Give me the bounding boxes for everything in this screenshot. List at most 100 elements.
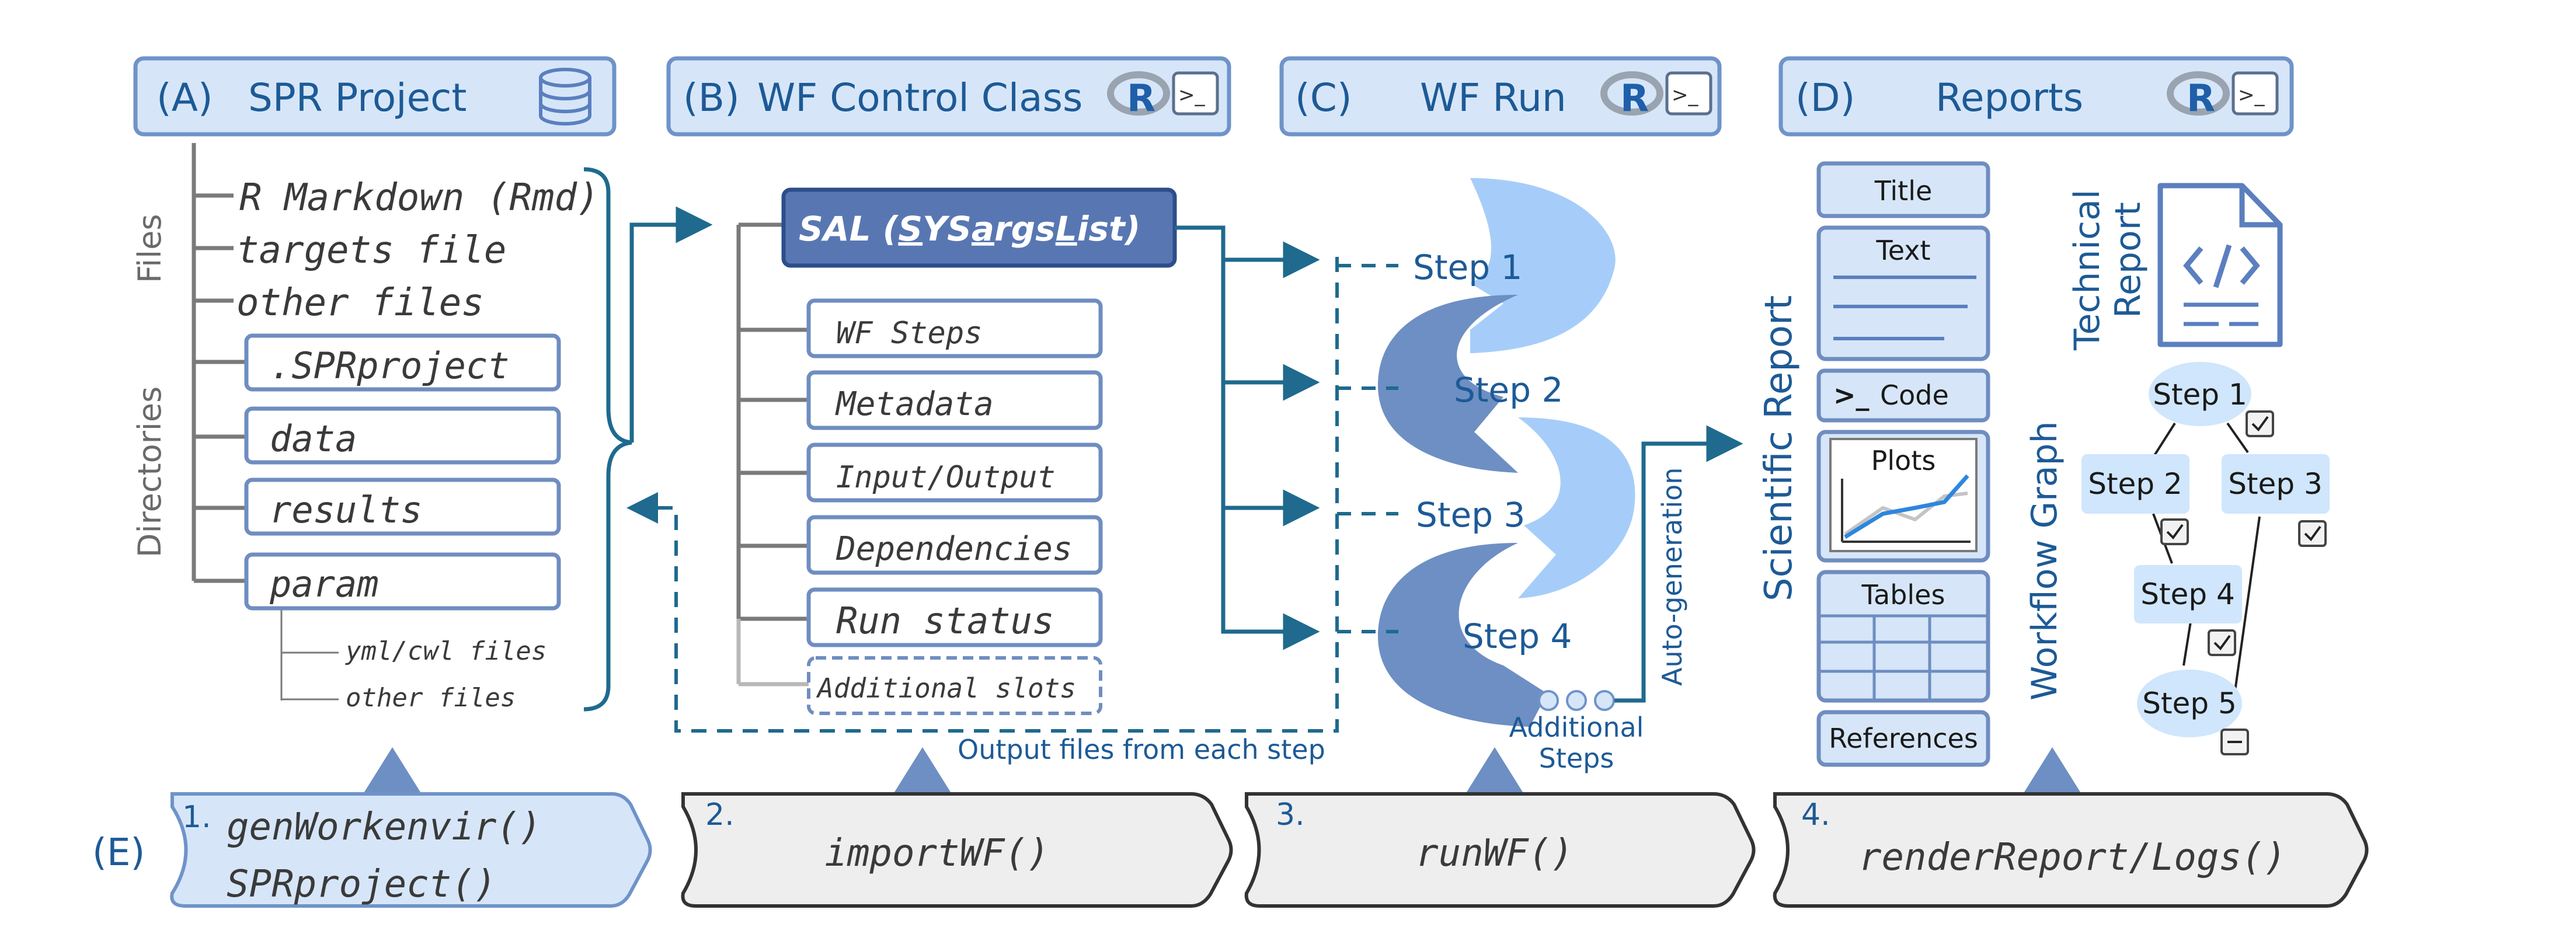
panel-d: Scientific Report Title Text >_ Code Plo… [1757, 161, 2330, 767]
header-c-label: (C) [1295, 75, 1352, 120]
file-targets: targets file [236, 229, 506, 272]
step-1-label: Step 1 [1413, 248, 1522, 287]
graph-node-5: Step 5 [2137, 670, 2242, 737]
chevron-step-1[interactable] [170, 792, 652, 908]
table-grid [1819, 614, 1988, 701]
triangle-marker [363, 747, 422, 794]
slot-box-io [806, 442, 1103, 503]
step-1-func-2: SPRproject() [227, 863, 496, 906]
header-b: (B) WF Control Class R >_ [666, 56, 1231, 137]
svg-text:R: R [1127, 77, 1155, 120]
graph-step-3: Step 3 [2228, 467, 2323, 501]
graph-node-3: Step 3 [2222, 454, 2330, 514]
header-d-label: (D) [1795, 75, 1855, 120]
triangle-marker [2023, 747, 2081, 794]
plot-axes [1841, 479, 1971, 543]
additional-steps-label-1: Additional [1509, 712, 1644, 743]
graph-node-1: Step 1 [2149, 362, 2251, 426]
files-label: Files [131, 214, 168, 284]
graph-node-2: Step 2 [2081, 454, 2189, 514]
panel-a: Files Directories R Markdown (Rmd) targe… [131, 143, 632, 713]
slot-box-wf-steps [806, 298, 1103, 358]
auto-generation-label: Auto-generation [1656, 468, 1688, 686]
header-b-title: WF Control Class [757, 75, 1082, 120]
scientific-report-label: Scientific Report [1757, 295, 1801, 601]
plot-line-blue [1844, 474, 1969, 539]
sci-text-label: Text [1875, 235, 1930, 266]
header-a: (A) SPR Project [133, 56, 617, 137]
dir-param: param [269, 563, 379, 605]
slot-io: Input/Output [836, 460, 1056, 495]
step-4-func: renderReport/Logs() [1859, 836, 2286, 879]
header-b-label: (B) [683, 75, 740, 120]
step-2-func: importWF() [824, 832, 1049, 875]
dir-box-data [244, 406, 561, 465]
step-2-label: Step 2 [1454, 370, 1563, 410]
graph-step-2: Step 2 [2088, 467, 2182, 501]
additional-dots [1538, 690, 1615, 711]
dir-results: results [270, 489, 422, 531]
panel-b: SAL (SYSargsList) WF Steps Metadata Inpu… [736, 187, 1177, 715]
check-icon [2298, 520, 2327, 547]
sci-plots-label: Plots [1871, 445, 1936, 476]
header-a-label: (A) [156, 75, 213, 120]
terminal-icon: >_ [1172, 71, 1219, 116]
step-3-func: runWF() [1416, 832, 1574, 875]
step-3-number: 3. [1276, 797, 1305, 832]
dir-box-param [244, 552, 561, 611]
sci-references-box [1816, 710, 1990, 767]
arrow-output-return [626, 257, 1339, 733]
panel-a-brace [583, 167, 632, 712]
dir-data: data [270, 417, 357, 460]
slot-run-status: Run status [836, 600, 1054, 642]
sci-code-label: Code [1880, 379, 1949, 411]
additional-steps-label-2: Steps [1539, 743, 1614, 774]
dir-sprproject: .SPRproject [270, 344, 510, 387]
slot-metadata: Metadata [835, 385, 994, 423]
panel-e-label: (E) [92, 831, 145, 874]
slot-box-additional [807, 656, 1102, 715]
slot-box-run-status [806, 587, 1103, 647]
header-d-title: Reports [1936, 75, 2083, 120]
sci-text-lines [1833, 276, 1976, 340]
r-logo-icon: R [2167, 71, 2230, 120]
graph-step-1: Step 1 [2153, 378, 2247, 412]
dir-box-sprproject [244, 333, 561, 392]
slot-dependencies: Dependencies [836, 530, 1073, 568]
panel-c: Step 1 Step 2 Step 3 Step 4 Additional S… [958, 178, 1743, 774]
file-rmd: R Markdown (Rmd) [239, 176, 600, 219]
check-icon [2160, 518, 2189, 545]
step-4-number: 4. [1801, 797, 1830, 832]
sci-title-box [1816, 161, 1990, 218]
chevron-step-4[interactable] [1773, 792, 2369, 908]
step-dashed-links [1337, 264, 1398, 633]
technical-report-label-1: Technical [2067, 189, 2108, 351]
header-d: (D) Reports R >_ [1778, 56, 2294, 137]
slot-box-dependencies [806, 515, 1103, 575]
minus-icon [2220, 729, 2249, 755]
step-3-label: Step 3 [1416, 495, 1525, 535]
file-other: other files [236, 281, 484, 325]
technical-report-label-2: Report [2108, 202, 2149, 318]
r-logo-icon: R [1600, 71, 1663, 120]
database-icon [539, 68, 591, 126]
triangle-marker [893, 747, 952, 794]
terminal-icon: >_ [2232, 71, 2279, 116]
arrows-b-to-c [1175, 225, 1320, 650]
dir-box-results [244, 478, 561, 536]
sci-code-box [1816, 368, 1990, 423]
chevron-step-3[interactable] [1244, 792, 1756, 908]
param-other: other files [346, 683, 516, 713]
panel-e: (E) 1. genWorkenvir() SPRproject() 2. im… [92, 747, 2369, 908]
header-c: (C) WF Run R >_ [1279, 56, 1722, 137]
r-logo-icon: R [1107, 71, 1170, 120]
triangle-marker [1465, 747, 1524, 794]
step-waves [1378, 178, 1635, 727]
chevron-step-2[interactable] [681, 792, 1233, 908]
check-icon [2208, 629, 2236, 656]
svg-text:R: R [1620, 77, 1649, 120]
sci-text-box [1816, 225, 1990, 361]
graph-step-5: Step 5 [2142, 686, 2237, 720]
svg-text:>_: >_ [1672, 83, 1698, 107]
